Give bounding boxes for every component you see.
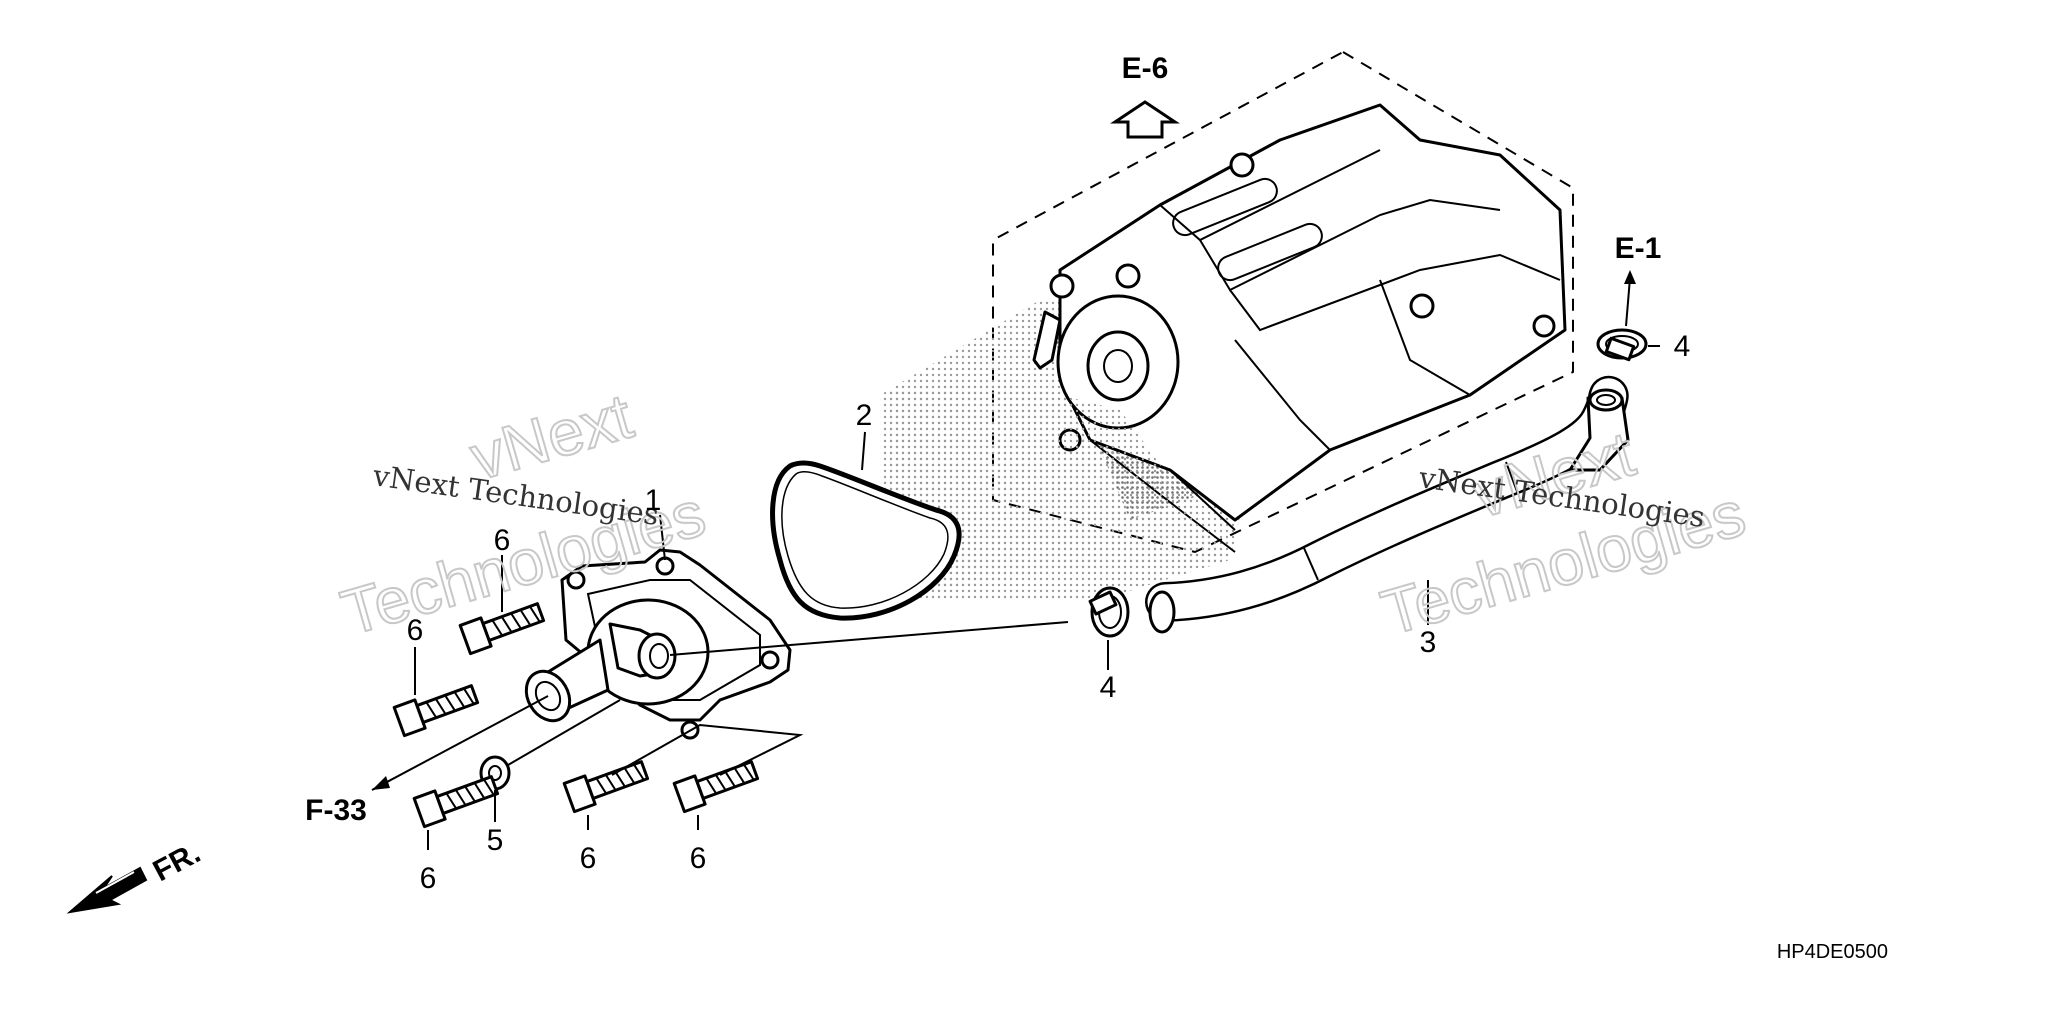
engine-slot-2 [1217,222,1323,282]
bolt [392,684,480,738]
e1-arrowhead [1624,270,1636,284]
ref-e1: E-1 [1615,232,1662,265]
front-direction-arrow [66,866,148,914]
bolt-thread [491,605,541,637]
projection-pump-hose [669,621,1069,656]
engine-boss-3 [1049,273,1075,299]
hose-band-1 [1303,547,1319,581]
bolt-head [562,774,597,814]
engine-ridge-5 [1379,279,1471,396]
bolt-bracket [611,723,804,776]
watermark-right: vNext Technologies vNext Technologies [1373,416,1754,650]
gasket-inner [781,471,949,609]
leader-2 [861,431,866,471]
bolt-shank [695,760,760,800]
bolt [672,760,760,814]
pump-inlet-pipe-bore [649,643,669,669]
clamp-screw [1088,590,1118,616]
engine-ridge-3 [1229,253,1561,332]
hose-clamp-left [1088,586,1130,638]
callout-6-lower-left: 6 [420,862,437,895]
callout-3: 3 [1420,626,1437,659]
front-label: FR. [148,836,206,888]
gasket-o-ring [770,460,962,621]
projection-e1 [1625,277,1631,327]
callout-6-lower-mid: 6 [580,842,597,875]
engine-lower-edge-2 [1169,469,1236,531]
clamp-screw [1604,336,1636,362]
engine-sensor [1032,310,1062,370]
pump-impeller-hub [1103,349,1133,383]
ref-f33: F-33 [305,794,367,827]
projection-f33 [371,695,549,791]
engine-slot-1 [1172,177,1278,237]
engine-boss-2 [1115,263,1141,289]
pump-area-shading [890,380,1230,600]
engine-ridge-1 [1159,149,1381,242]
e6-arrow [1110,100,1180,139]
callout-6-upper: 6 [494,524,511,557]
engine-boss-5 [1532,314,1556,338]
hose-end-upper-bore [1596,394,1616,406]
engine-boss-4 [1409,293,1435,319]
bolt [412,775,500,829]
water-pump-cover [524,548,792,740]
callout-4-left-clamp: 4 [1100,671,1117,704]
callout-6-lower-right: 6 [690,842,707,875]
engine-ridge-4 [1234,339,1331,451]
bolt-shank [585,760,650,800]
pump-cover-hole-1 [566,570,586,590]
bolt-group [392,602,760,829]
hose-end-left [1148,590,1176,634]
f33-arrowhead [372,776,390,790]
bolt-thread [705,763,755,795]
callout-6-left: 6 [407,614,424,647]
front-arrow-stripe [95,871,135,894]
bolt-head [412,789,447,829]
bolt-head [458,616,493,656]
washer-hole [488,765,502,781]
projection-washer [507,699,621,766]
callout-5: 5 [487,824,504,857]
callout-2: 2 [856,399,873,432]
pump-impeller [1086,330,1150,402]
bolt-shank [435,775,500,815]
pump-cover-hole-3 [760,650,780,670]
pump-inlet-pipe-end [637,632,677,680]
engine-boss-1 [1229,152,1255,178]
hose-end-upper [1588,388,1624,412]
hose-clamp-right [1596,328,1648,362]
bolt [458,602,546,656]
bolt [562,760,650,814]
leader-lines [371,270,1660,850]
diagram-code: HP4DE0500 [1777,941,1888,963]
bolt-head [672,774,707,814]
bolt-thread [445,778,495,810]
bolt-head [392,698,427,738]
bolt-shank [415,684,480,724]
callout-4-right-clamp: 4 [1674,330,1691,363]
callout-1: 1 [645,484,662,517]
bolt-thread [425,687,475,719]
bolt-thread [595,763,645,795]
leader-1 [659,514,666,561]
hose-band-2 [1505,461,1519,495]
ref-e6: E-6 [1122,52,1169,85]
